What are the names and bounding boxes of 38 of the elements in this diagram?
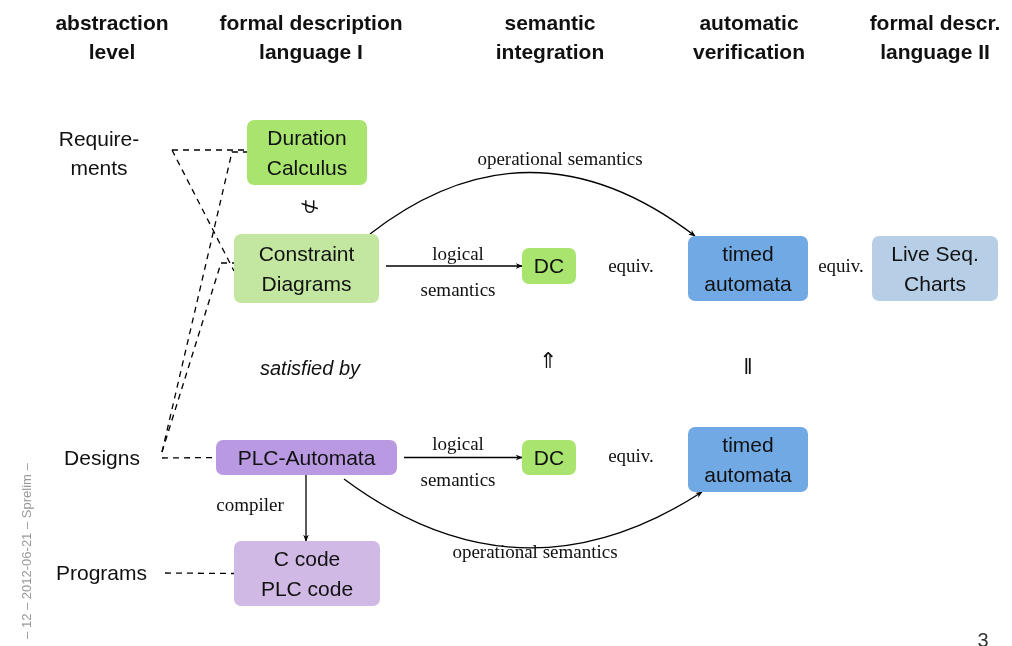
level-label: Programs bbox=[46, 558, 165, 588]
relation-symbol: ⇑ bbox=[538, 347, 558, 375]
dashed-line bbox=[171, 149, 235, 272]
process-box: DC bbox=[522, 248, 576, 284]
edge-label: compiler bbox=[215, 494, 285, 517]
level-label: Designs bbox=[56, 443, 162, 473]
process-box: timed automata bbox=[688, 236, 808, 301]
relation-symbol: ‖ bbox=[742, 353, 754, 381]
arrow bbox=[343, 478, 703, 549]
arrow bbox=[403, 454, 523, 461]
column-header: abstraction level bbox=[54, 10, 170, 66]
footer-text: – 12 – 2012-06-21 – Sprelim – bbox=[17, 462, 35, 641]
edge-label: operational semantics bbox=[476, 148, 644, 171]
column-header: automatic verification bbox=[691, 10, 806, 66]
relation-label: satisfied by bbox=[258, 356, 362, 381]
column-header: formal description language I bbox=[218, 10, 404, 66]
relation-label: equiv. bbox=[607, 444, 655, 468]
process-box: C code PLC code bbox=[234, 541, 380, 606]
process-box: DC bbox=[522, 440, 576, 475]
edge-label: logical semantics bbox=[419, 432, 497, 492]
column-header: formal descr. language II bbox=[868, 10, 1002, 66]
relation-label: equiv. bbox=[607, 254, 655, 278]
process-box: Constraint Diagrams bbox=[234, 234, 379, 303]
relation-symbol: ⊄ bbox=[297, 196, 321, 217]
process-box: timed automata bbox=[688, 427, 808, 492]
edge-label: logical semantics bbox=[419, 242, 497, 302]
process-box: Live Seq. Charts bbox=[872, 236, 998, 301]
arrow bbox=[369, 171, 696, 237]
dashed-line bbox=[161, 262, 235, 453]
edge-label: operational semantics bbox=[451, 541, 619, 564]
arrow bbox=[303, 474, 309, 542]
dashed-line bbox=[164, 572, 235, 575]
relation-label: equiv. bbox=[817, 254, 865, 278]
arrow bbox=[385, 263, 523, 269]
column-header: semantic integration bbox=[494, 10, 606, 66]
process-box: Duration Calculus bbox=[247, 120, 367, 185]
process-box: PLC-Automata bbox=[216, 440, 397, 475]
level-label: Require- ments bbox=[50, 122, 172, 184]
